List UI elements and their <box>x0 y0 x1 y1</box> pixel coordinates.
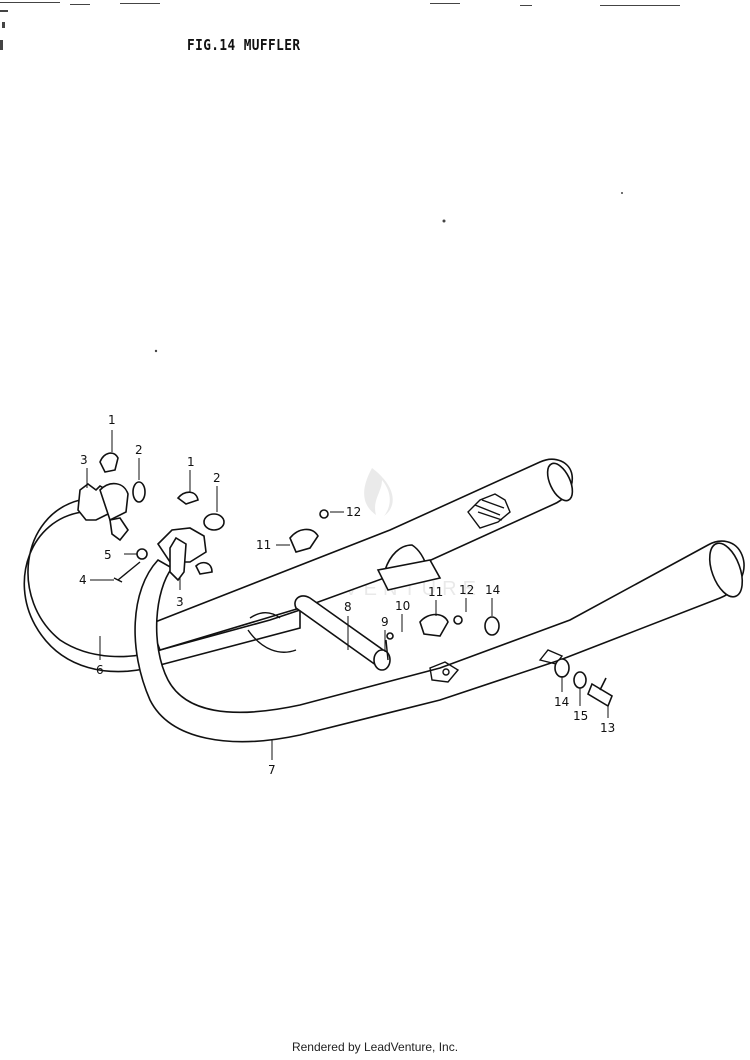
exhaust-clamp-parts <box>77 452 613 708</box>
callout-15: 15 <box>573 709 588 723</box>
washer-14-lower <box>554 658 570 678</box>
exhaust-pipe-right <box>134 540 745 743</box>
callout-12: 12 <box>346 505 361 519</box>
muffler-left <box>148 458 574 651</box>
washer-14-upper <box>484 616 500 636</box>
callout-2: 2 <box>213 471 221 485</box>
scan-noise <box>0 2 680 353</box>
bracket-11-right <box>419 613 449 637</box>
footer-credit: Rendered by LeadVenture, Inc. <box>291 1040 459 1054</box>
callout-9: 9 <box>381 615 389 629</box>
bracket-11-left <box>289 528 319 553</box>
callout-1: 1 <box>108 413 116 427</box>
callout-12: 12 <box>459 583 474 597</box>
callout-11: 11 <box>428 585 443 599</box>
leader-lines <box>86 430 609 760</box>
clamp-9 <box>373 649 391 671</box>
callout-10: 10 <box>395 599 410 613</box>
callout-2: 2 <box>135 443 143 457</box>
callout-labels: 1 2 3 1 2 5 4 3 6 12 11 8 9 10 11 12 14 … <box>79 413 615 777</box>
bolt-12-right <box>453 615 463 625</box>
washer-5 <box>136 548 148 560</box>
hanger-bracket <box>247 612 297 653</box>
callout-7: 7 <box>268 763 276 777</box>
callout-6: 6 <box>96 663 104 677</box>
bolt-12-left <box>319 509 329 519</box>
bolt-4 <box>113 561 141 583</box>
cotter-half-1-right <box>176 491 199 505</box>
callout-14: 14 <box>554 695 569 709</box>
figure-title: FIG.14 MUFFLER <box>187 36 301 54</box>
callout-3: 3 <box>176 595 184 609</box>
gasket-2-right <box>203 513 225 531</box>
callout-5: 5 <box>104 548 112 562</box>
bolt-13 <box>587 677 613 708</box>
callout-8: 8 <box>344 600 352 614</box>
callout-11: 11 <box>256 538 271 552</box>
callout-14: 14 <box>485 583 500 597</box>
washer-15 <box>573 671 587 689</box>
callout-4: 4 <box>79 573 87 587</box>
callout-3: 3 <box>80 453 88 467</box>
bolt-10 <box>385 639 389 661</box>
gasket-2-left <box>132 481 146 503</box>
callout-1: 1 <box>187 455 195 469</box>
callout-13: 13 <box>600 721 615 735</box>
exhaust-pipe-left <box>23 499 301 673</box>
cotter-half-1-left <box>99 452 119 473</box>
joint-nut-3-right <box>169 536 187 582</box>
